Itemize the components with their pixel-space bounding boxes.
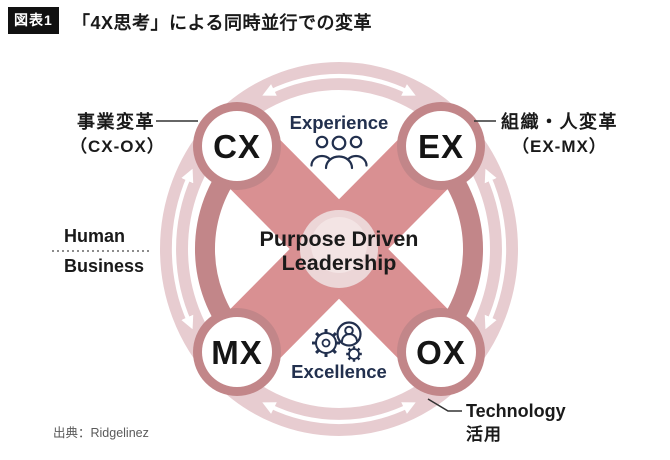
- technology-sublabel: 活用: [466, 424, 502, 444]
- ex-node-label: EX: [418, 128, 464, 165]
- people-icon: [310, 135, 368, 170]
- cx-node-circle: [202, 111, 272, 181]
- gear-person-icon: [312, 321, 362, 362]
- experience-label: Experience: [290, 112, 389, 133]
- ox-node-circle: [406, 317, 476, 387]
- business-transformation-label: 事業変革: [77, 111, 155, 132]
- figure-title: 「4X思考」による同時並行での変革: [72, 13, 372, 33]
- technology-connector: [427, 398, 462, 412]
- left-cycle-arrow: [171, 168, 194, 330]
- center-label-line2: Leadership: [282, 251, 397, 275]
- human-label: Human: [64, 226, 125, 246]
- bottom-cycle-arrow: [262, 402, 416, 425]
- technology-label: Technology: [466, 401, 566, 421]
- top-cycle-arrow: [262, 73, 416, 96]
- figure-number-badge: 図表1: [8, 7, 59, 34]
- cycle-arrows: [171, 73, 507, 425]
- business-label: Business: [64, 256, 144, 276]
- center-circle-highlight: [311, 217, 367, 273]
- business-transformation-sublabel: （CX-OX）: [70, 136, 165, 156]
- right-cycle-arrow: [484, 168, 507, 330]
- org-people-transformation-sublabel: （EX-MX）: [512, 136, 607, 156]
- mx-node-circle: [202, 317, 272, 387]
- source-credit: 出典：Ridgelinez: [53, 426, 149, 440]
- ex-node-circle: [406, 111, 476, 181]
- mx-node-label: MX: [211, 334, 263, 371]
- center-label-line1: Purpose Driven: [260, 227, 419, 251]
- org-people-transformation-label: 組織・人変革: [501, 111, 618, 132]
- excellence-label: Excellence: [291, 361, 387, 382]
- ox-node-label: OX: [416, 334, 466, 371]
- cx-node-label: CX: [213, 128, 261, 165]
